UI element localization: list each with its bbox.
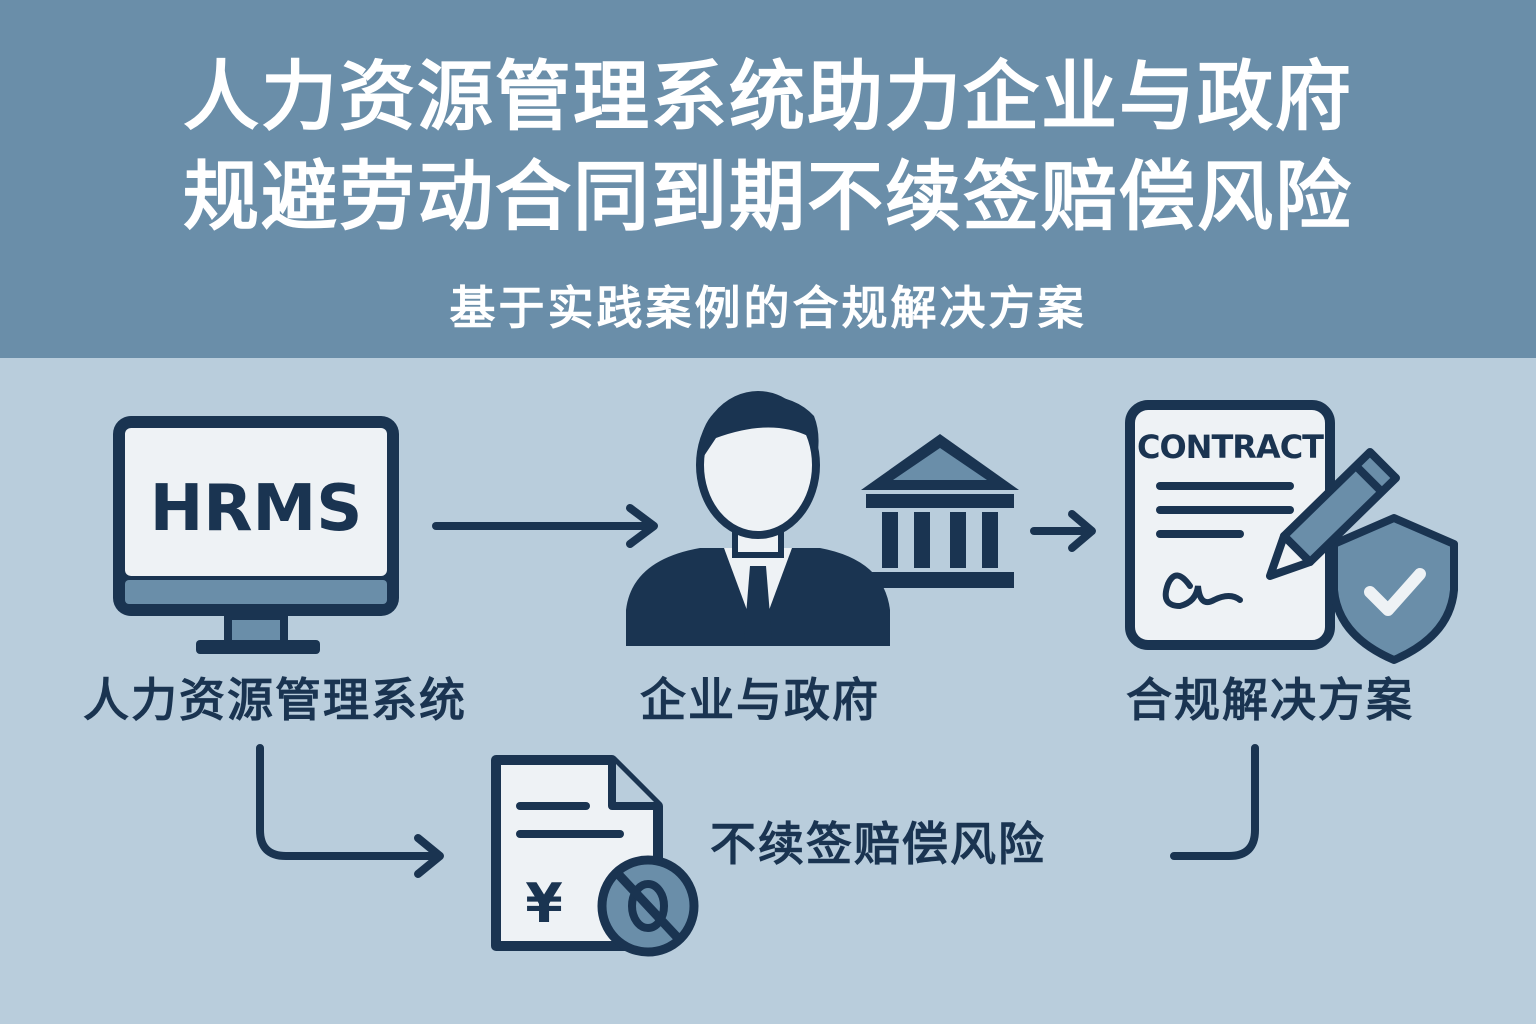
subtitle: 基于实践案例的合规解决方案 xyxy=(449,281,1087,335)
businessman-icon xyxy=(626,391,890,646)
header-banner: 人力资源管理系统助力企业与政府 规避劳动合同到期不续签赔偿风险 基于实践案例的合… xyxy=(0,0,1536,358)
prohibited-icon xyxy=(597,855,699,957)
pen-icon xyxy=(1266,448,1400,580)
label-hrms: 人力资源管理系统 xyxy=(83,673,467,727)
title-line-2: 规避劳动合同到期不续签赔偿风险 xyxy=(183,152,1353,241)
government-building-icon xyxy=(861,434,1019,588)
yen-symbol: ¥ xyxy=(525,872,563,935)
arrow-enterprise-to-solution xyxy=(1030,510,1096,552)
shield-check-icon xyxy=(1330,514,1458,664)
title-line-1: 人力资源管理系统助力企业与政府 xyxy=(183,52,1353,141)
arrow-hrms-to-risk xyxy=(256,744,444,878)
label-compliance-solution: 合规解决方案 xyxy=(1126,673,1414,727)
label-non-renewal-risk: 不续签赔偿风险 xyxy=(710,817,1046,871)
hrms-screen-text: HRMS xyxy=(150,472,363,546)
arrow-hrms-to-enterprise xyxy=(432,504,658,548)
connector-solution-to-risk xyxy=(1170,744,1259,860)
label-enterprise-government: 企业与政府 xyxy=(640,673,880,727)
monitor-icon: HRMS xyxy=(113,416,399,654)
contract-heading: CONTRACT xyxy=(1137,428,1324,466)
signature-icon xyxy=(1162,572,1243,610)
